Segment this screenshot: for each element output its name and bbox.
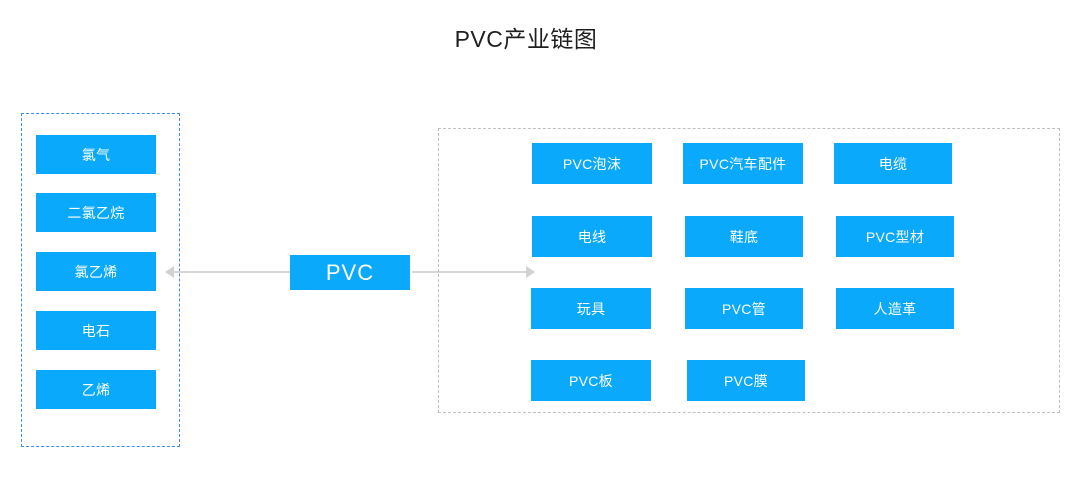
- upstream-node-2-label: 二氯乙烷: [67, 204, 125, 221]
- arrow-pvc-to-downstream: [526, 266, 535, 278]
- downstream-node-4[interactable]: 电线: [532, 216, 652, 257]
- downstream-node-11-label: PVC膜: [724, 372, 768, 389]
- downstream-node-2[interactable]: PVC汽车配件: [683, 143, 803, 184]
- page-title: PVC产业链图: [454, 26, 598, 52]
- upstream-node-3[interactable]: 氯乙烯: [36, 252, 156, 291]
- upstream-group: [21, 113, 180, 447]
- downstream-node-7-label: 玩具: [576, 300, 606, 317]
- upstream-node-2[interactable]: 二氯乙烷: [36, 193, 156, 232]
- downstream-node-1-label: PVC泡沫: [562, 155, 622, 172]
- downstream-node-6[interactable]: PVC型材: [836, 216, 954, 257]
- downstream-node-7[interactable]: 玩具: [531, 288, 651, 329]
- upstream-node-1[interactable]: 氯气: [36, 135, 156, 174]
- downstream-node-11[interactable]: PVC膜: [687, 360, 805, 401]
- upstream-node-3-label: 氯乙烯: [74, 263, 118, 280]
- downstream-node-1[interactable]: PVC泡沫: [532, 143, 652, 184]
- upstream-node-5[interactable]: 乙烯: [36, 370, 156, 409]
- downstream-node-5-label: 鞋底: [729, 228, 759, 245]
- downstream-node-8-label: PVC管: [722, 300, 766, 317]
- center-node-pvc-label: PVC: [325, 259, 375, 285]
- downstream-node-4-label: 电线: [577, 228, 607, 245]
- upstream-node-1-label: 氯气: [81, 146, 111, 163]
- downstream-node-9-label: 人造革: [873, 300, 917, 317]
- downstream-group: [438, 128, 1060, 413]
- downstream-node-8[interactable]: PVC管: [685, 288, 803, 329]
- connector-line-left: [174, 271, 290, 273]
- downstream-node-3-label: 电缆: [878, 155, 908, 172]
- downstream-node-10[interactable]: PVC板: [531, 360, 651, 401]
- center-node-pvc[interactable]: PVC: [290, 255, 410, 290]
- upstream-node-5-label: 乙烯: [81, 381, 111, 398]
- downstream-node-9[interactable]: 人造革: [836, 288, 954, 329]
- downstream-node-6-label: PVC型材: [865, 228, 925, 245]
- downstream-node-3[interactable]: 电缆: [834, 143, 952, 184]
- arrow-pvc-to-upstream: [165, 266, 174, 278]
- downstream-node-10-label: PVC板: [569, 372, 613, 389]
- downstream-node-5[interactable]: 鞋底: [685, 216, 803, 257]
- upstream-node-4-label: 电石: [81, 322, 111, 339]
- connector-line-right: [412, 271, 527, 273]
- upstream-node-4[interactable]: 电石: [36, 311, 156, 350]
- downstream-node-2-label: PVC汽车配件: [699, 155, 787, 172]
